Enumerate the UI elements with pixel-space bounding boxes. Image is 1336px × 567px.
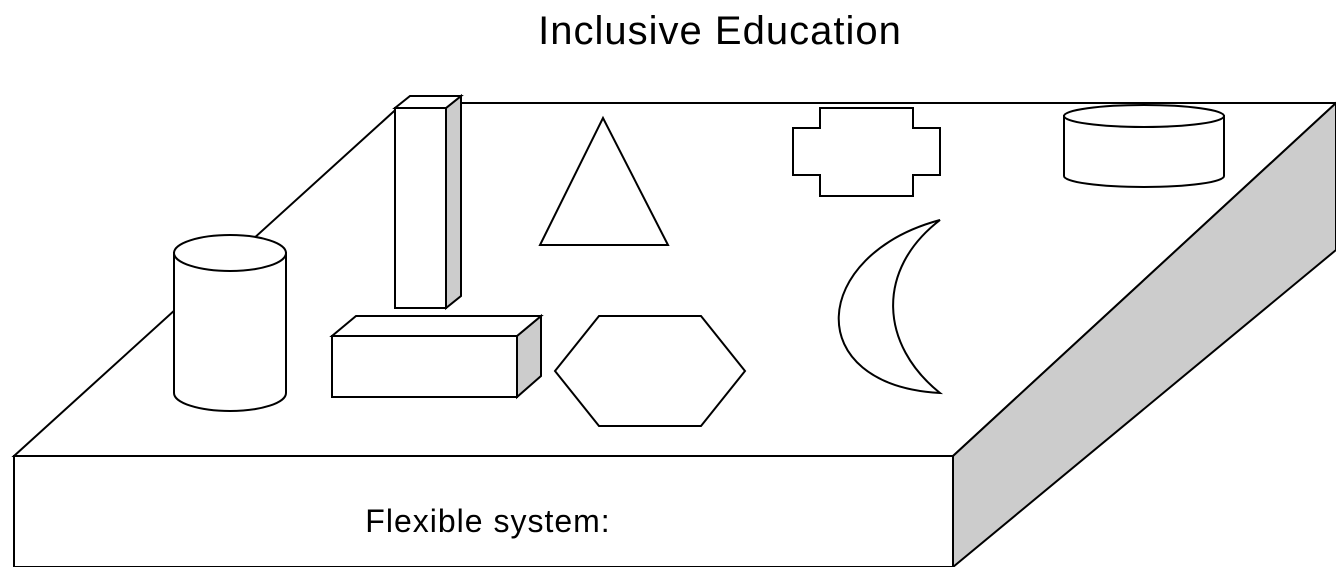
tall-prism-icon [392, 93, 464, 311]
board-front-face [13, 455, 954, 567]
rectangular-block-icon [329, 313, 544, 400]
cross-shape-icon [792, 107, 941, 197]
hexagon-icon [553, 315, 747, 427]
flat-cylinder-icon [1063, 104, 1225, 188]
triangle-icon [538, 115, 670, 246]
cylinder-icon [173, 234, 287, 412]
board-front-label: Flexible system: [365, 503, 610, 539]
crescent-moon-icon [837, 219, 944, 395]
diagram-title: Inclusive Education [538, 9, 902, 53]
